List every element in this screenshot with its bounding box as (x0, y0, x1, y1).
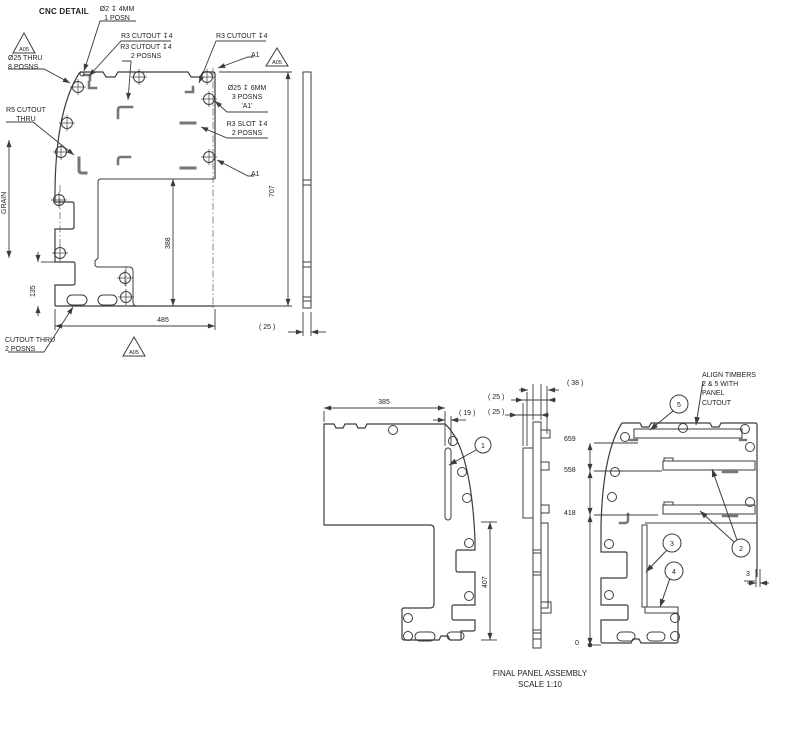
balloon-3: 3 (670, 541, 674, 548)
callout-r3-cutout-right: R3 CUTOUT ↧4 (216, 33, 268, 40)
cnc-detail-view (54, 71, 312, 309)
dim-707: 707 (269, 185, 276, 197)
callout-hole-2mm: Ø2 ↧ 4MM 1 POSN (99, 6, 135, 23)
centerlines (59, 68, 214, 308)
dim-659: 659 (564, 436, 576, 443)
cnc-holes (50, 68, 218, 306)
assembly-edge-view (522, 421, 552, 649)
cnc-machined-features (77, 73, 197, 175)
flag-a05-2: A05 (272, 60, 282, 66)
datum-flags: A05 A05 A05 (12, 31, 289, 357)
assembly-caption: FINAL PANEL ASSEMBLY SCALE 1:10 (492, 669, 588, 689)
dim-19: ( 19 ) (459, 410, 476, 417)
flag-a05-1: A05 (19, 47, 29, 53)
balloon-1: 1 (481, 443, 485, 450)
balloon-4: 4 (672, 569, 676, 576)
callout-d25-6mm: Ø25 ↧ 6MM 3 POSNS 'A1' (227, 85, 267, 111)
dim-418: 418 (564, 510, 576, 517)
dim-38: ( 38 ) (567, 380, 584, 387)
assembly-rear-view (323, 423, 476, 642)
hole-2mm (79, 71, 85, 77)
cnc-leaders (6, 20, 268, 353)
balloon-5: 5 (677, 402, 681, 409)
cnc-dimensions (6, 71, 326, 336)
balloon-2: 2 (739, 546, 743, 553)
dim-388: 388 (165, 237, 172, 249)
dim-3-gap: 3 (746, 571, 750, 578)
assembly-dimensions (323, 384, 769, 648)
dim-485: 485 (157, 317, 169, 324)
grain-label: GRAIN (1, 191, 8, 214)
dim-558: 558 (564, 467, 576, 474)
dim-25-a: ( 25 ) (488, 394, 505, 401)
callout-r3-slot: R3 SLOT ↧4 2 POSNS (226, 121, 268, 138)
callout-r3-cutout-2posns: R3 CUTOUT ↧4 2 POSNS (120, 44, 172, 61)
dim-0: 0 (575, 640, 579, 647)
dim-407: 407 (482, 576, 489, 588)
balloon-callouts: 1 5 2 3 4 (448, 380, 751, 608)
callout-r3-cutout: R3 CUTOUT ↧4 (121, 33, 173, 40)
dim-385: 385 (378, 399, 390, 406)
callout-a1-top: A1 (251, 52, 260, 59)
callout-cutout-thru: CUTOUT THRU 2 POSNS (5, 337, 56, 354)
assembly-front-view (600, 422, 758, 644)
dim-25-thickness: ( 25 ) (259, 324, 276, 331)
flag-a05-3: A05 (129, 350, 139, 356)
assembly-grey-features (618, 438, 748, 525)
callout-d25-thru: Ø25 THRU 8 POSNS (8, 55, 43, 72)
callout-r5-cutout: R5 CUTOUT THRU (6, 107, 46, 124)
dim-135: 135 (30, 285, 37, 297)
dim-25-b: ( 25 ) (488, 409, 505, 416)
view-title-cnc-detail: CNC DETAIL (39, 7, 89, 16)
note-align-timbers: ALIGN TIMBERS 2 & 5 WITH PANEL CUTOUT (702, 372, 756, 407)
callout-a1-bottom: A1 (251, 171, 260, 178)
